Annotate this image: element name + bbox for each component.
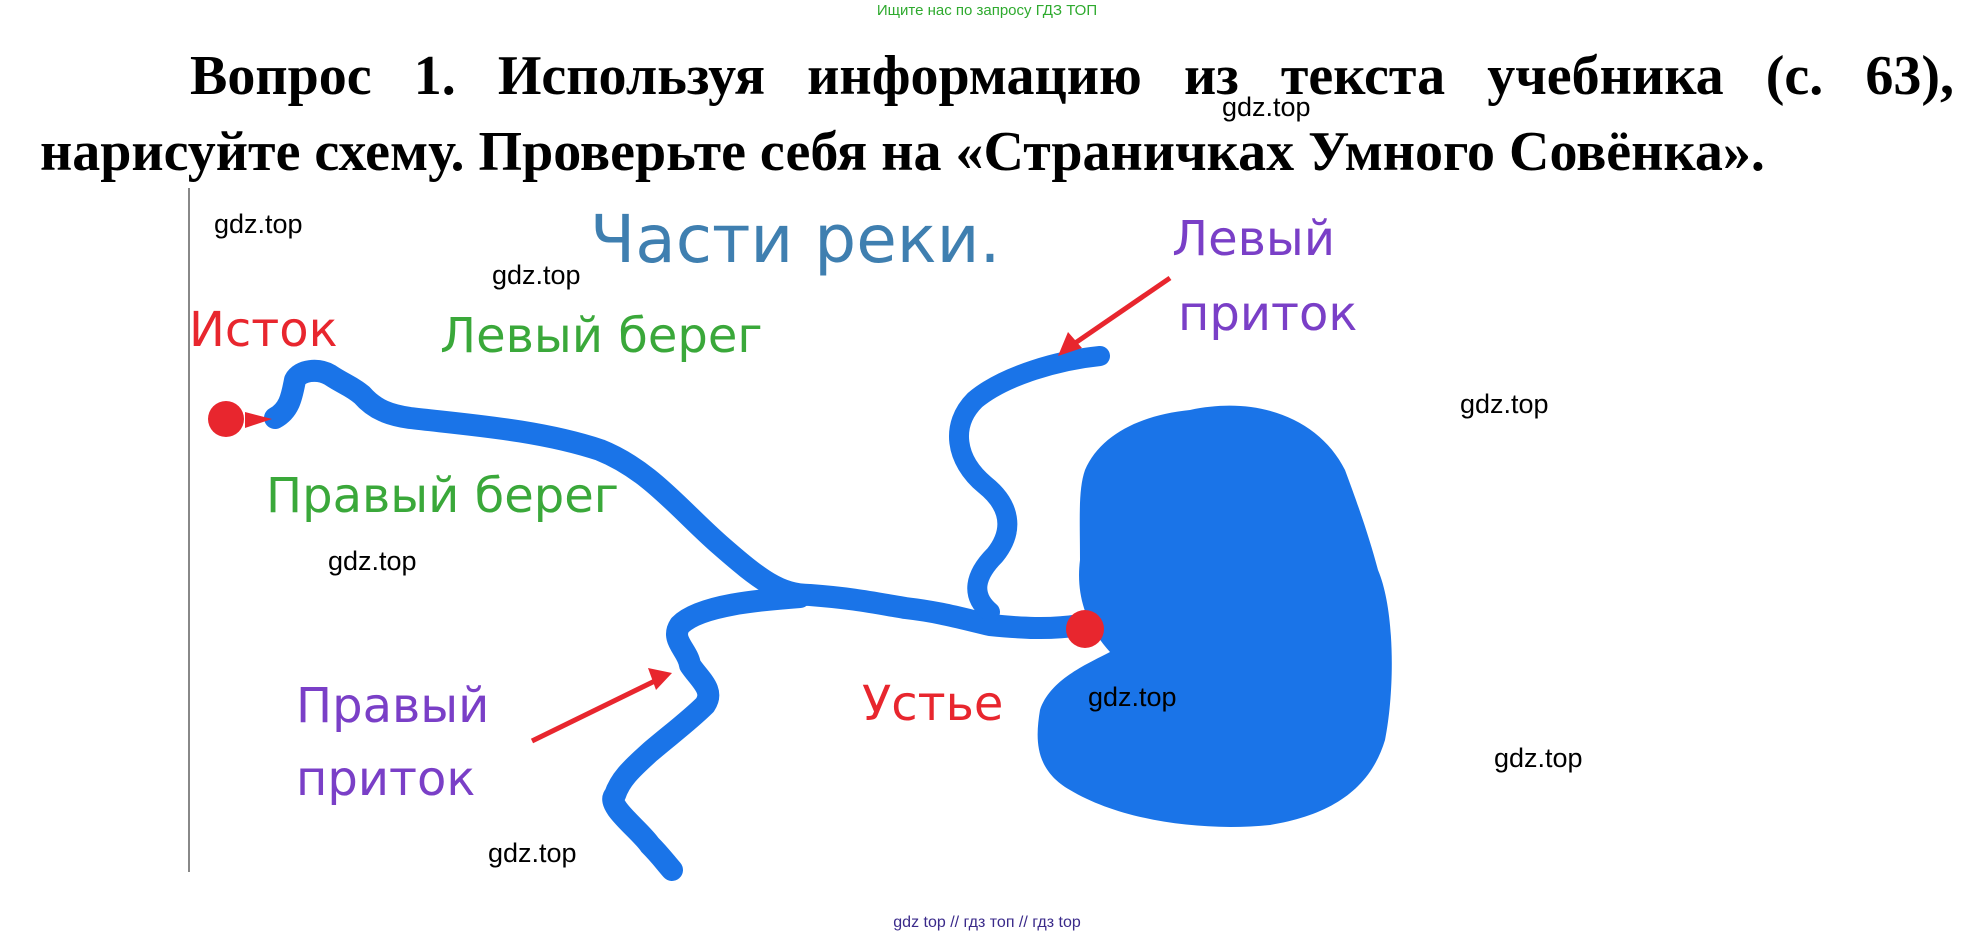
label-source: Исток [189, 302, 338, 358]
label-right-tributary-line2: приток [296, 751, 475, 807]
watermark: gdz.top [488, 838, 577, 868]
figure-title: Части реки. [590, 201, 1001, 278]
watermark: gdz.top [492, 260, 581, 290]
label-left-tributary-line1: Левый [1172, 211, 1335, 267]
label-left-tributary-line2: приток [1178, 286, 1357, 342]
top-banner[interactable]: Ищите нас по запросу ГДЗ ТОП [876, 2, 1098, 19]
left-tributary [949, 346, 1110, 622]
left-tributary-arrow [1058, 275, 1172, 356]
watermark: gdz.top [1460, 389, 1549, 419]
source-arrow-head [245, 412, 272, 428]
label-left-bank: Левый берег [440, 308, 763, 364]
lake-shape [1037, 405, 1392, 827]
watermark: gdz.top [214, 209, 303, 239]
watermark: gdz.top [1088, 682, 1177, 712]
footer-links[interactable]: gdz top // гдз топ // гдз top [893, 914, 1081, 931]
right-tributary-arrow [530, 668, 672, 744]
watermark: gdz.top [1222, 92, 1311, 122]
main-river [264, 359, 1091, 640]
watermark: gdz.top [328, 546, 417, 576]
source-dot [208, 401, 244, 437]
question-text: Вопрос 1. Используя информацию из текста… [40, 45, 1954, 183]
label-mouth: Устье [862, 676, 1003, 732]
right-tributary [602, 586, 811, 881]
watermark: gdz.top [1494, 743, 1583, 773]
mouth-dot [1066, 610, 1104, 648]
label-right-bank: Правый берег [266, 468, 619, 524]
label-right-tributary-line1: Правый [296, 678, 489, 734]
